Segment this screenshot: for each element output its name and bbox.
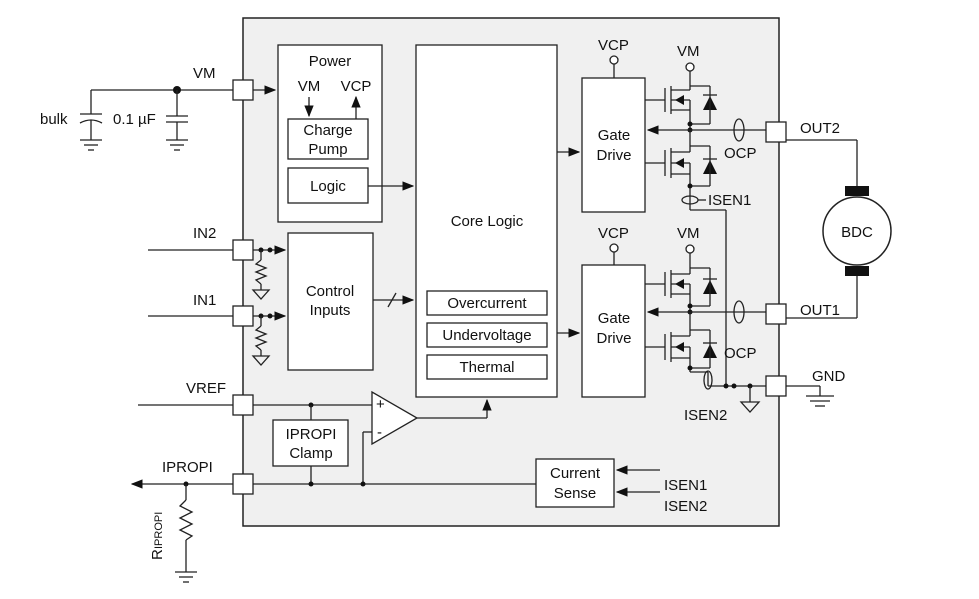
- ipropi-clamp-line2: Clamp: [289, 445, 332, 462]
- gate-drive-top-line2: Drive: [596, 147, 631, 164]
- charge-pump-box: [287, 118, 369, 160]
- current-sense-line1: Current: [550, 465, 601, 482]
- ipropi-clamp-block: IPROPI Clamp: [272, 419, 349, 467]
- vm-pin-label: VM: [193, 65, 216, 82]
- bulk-capacitor: [79, 90, 103, 151]
- h-bridge-top: VM: [645, 43, 766, 211]
- control-inputs-block: Control Inputs: [287, 232, 374, 371]
- out1-label: OUT1: [800, 302, 840, 319]
- vref-pin: [232, 394, 254, 416]
- power-title: Power: [309, 53, 352, 70]
- bulk-label: bulk: [40, 111, 68, 128]
- motor-label: BDC: [841, 224, 873, 241]
- power-block: Power VM VCP Charge Pump Logic: [277, 44, 383, 223]
- gate-drive-top-line1: Gate: [598, 127, 631, 144]
- comparator: + -: [371, 390, 419, 446]
- undervoltage-label: Undervoltage: [442, 327, 531, 344]
- vm-top-label: VM: [677, 43, 700, 60]
- cap-01uf-label: 0.1 µF: [113, 111, 156, 128]
- vref-label: VREF: [186, 380, 226, 397]
- out2-pin: [765, 121, 787, 143]
- logic-label: Logic: [310, 178, 346, 195]
- opamp-plus-label: +: [376, 396, 385, 413]
- gnd-label: GND: [812, 368, 846, 385]
- r-ipropi-label: R IPROPI: [149, 512, 166, 560]
- charge-pump-line1: Charge: [303, 122, 352, 139]
- ipropi-clamp-line1: IPROPI: [286, 426, 337, 443]
- ipropi-pin: [232, 473, 254, 495]
- gnd-pin: [765, 375, 787, 397]
- core-logic-block: Core Logic Overcurrent Undervoltage Ther…: [415, 44, 558, 398]
- h-bridge-bottom: VM: [645, 210, 766, 424]
- vcp-top-label: VCP: [598, 37, 629, 54]
- core-logic-title: Core Logic: [451, 213, 524, 230]
- motor-bdc: BDC: [822, 186, 892, 276]
- gate-drive-bottom-line1: Gate: [598, 310, 631, 327]
- gate-drive-top: Gate Drive: [581, 77, 646, 213]
- ipropi-label: IPROPI: [162, 459, 213, 476]
- out1-pin: [765, 303, 787, 325]
- opamp-minus-label: -: [377, 424, 382, 441]
- vcp-bottom-label: VCP: [598, 225, 629, 242]
- control-inputs-line2: Inputs: [310, 302, 351, 319]
- thermal-box: [426, 354, 548, 380]
- svg-text:R: R: [149, 549, 166, 560]
- in2-label: IN2: [193, 225, 216, 242]
- ocp-top-label: OCP: [724, 145, 757, 162]
- ocp-bottom-label: OCP: [724, 345, 757, 362]
- logic-box: [287, 167, 369, 204]
- gate-drive-bottom: Gate Drive: [581, 264, 646, 398]
- svg-text:IPROPI: IPROPI: [153, 512, 165, 549]
- cs-isen2-label: ISEN2: [664, 498, 707, 515]
- overcurrent-label: Overcurrent: [447, 295, 527, 312]
- overcurrent-box: [426, 290, 548, 316]
- current-sense-line2: Sense: [554, 485, 597, 502]
- isen2-label: ISEN2: [684, 407, 727, 424]
- charge-pump-line2: Pump: [308, 141, 347, 158]
- decoupling-capacitor: [166, 90, 188, 151]
- vm-pin: [232, 79, 254, 101]
- undervoltage-box: [426, 322, 548, 348]
- isen1-label: ISEN1: [708, 192, 751, 209]
- power-vcp-label: VCP: [341, 78, 372, 95]
- in1-label: IN1: [193, 292, 216, 309]
- cs-isen1-label: ISEN1: [664, 477, 707, 494]
- gate-drive-bottom-line2: Drive: [596, 330, 631, 347]
- in2-pin: [232, 239, 254, 261]
- power-vm-label: VM: [298, 78, 321, 95]
- thermal-label: Thermal: [459, 359, 514, 376]
- out2-label: OUT2: [800, 120, 840, 137]
- in1-pin: [232, 305, 254, 327]
- vm-bottom-label: VM: [677, 225, 700, 242]
- current-sense-block: Current Sense: [535, 458, 615, 508]
- control-inputs-line1: Control: [306, 283, 354, 300]
